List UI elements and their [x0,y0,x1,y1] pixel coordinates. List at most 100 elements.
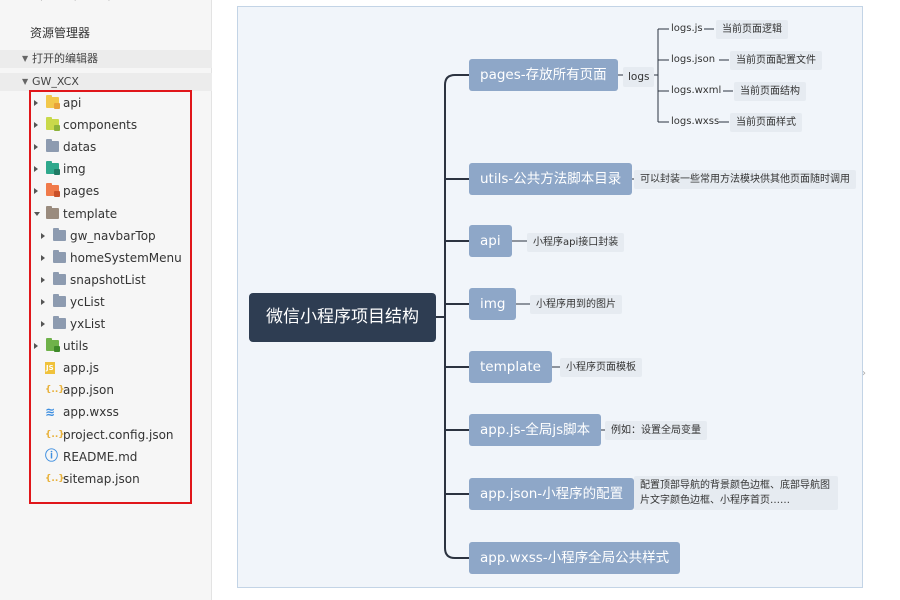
chevron-right-icon[interactable] [41,232,45,239]
explorer-panel: · · · 资源管理器 ▼ 打开的编辑器 ▼ GW_XCX api compone… [0,0,212,600]
chevron-right-icon[interactable] [41,298,45,305]
tree-item-label: utils [63,339,89,354]
tree-folder[interactable]: ycList [0,291,212,313]
node-appjson[interactable]: app.json-小程序的配置 [469,478,635,510]
tree-file[interactable]: {..}project.config.json [0,424,212,446]
node-appwxss[interactable]: app.wxss-小程序全局公共样式 [469,542,681,574]
folder-icon [46,117,60,132]
desc-appjson: 配置顶部导航的背景颜色边框、底部导航图片文字颜色边框、小程序首页…… [634,476,838,510]
tree-item-label: project.config.json [63,427,174,442]
json-file-icon: {..} [45,385,65,396]
file-logs-wxss[interactable]: logs.wxss [671,116,720,127]
open-editors-section[interactable]: ▼ 打开的编辑器 [0,50,212,68]
chevron-right-icon[interactable] [34,188,38,195]
chevron-right-icon[interactable] [41,276,45,283]
folder-icon [46,139,59,153]
tree-item-label: homeSystemMenu [70,250,182,265]
tree-item-label: pages [63,184,100,199]
chevron-right-icon[interactable] [34,343,38,350]
connector-line [444,74,469,86]
info-file-icon: ⓘ [45,448,59,464]
tree-folder[interactable]: template [0,203,212,225]
chevron-right-icon[interactable] [34,122,38,129]
desc-appjs: 例如：设置全局变量 [605,421,707,440]
file-logs-wxml[interactable]: logs.wxml [671,85,722,96]
tree-item-label: snapshotList [70,272,146,287]
chevron-right-icon[interactable] [41,321,45,327]
js-file-icon: JS [45,362,55,375]
node-template[interactable]: template [469,351,552,383]
node-img[interactable]: img [469,288,517,320]
folder-icon [46,95,60,109]
chevron-down-icon: ▼ [22,77,29,86]
folder-icon [46,161,60,176]
desc-utils: 可以封装一些常用方法模块供其他页面随时调用 [634,170,856,189]
tree-file[interactable]: JS app.js [0,357,212,379]
node-logs[interactable]: logs [623,67,655,87]
tree-folder[interactable]: yxList [0,313,212,335]
chevron-down-icon[interactable] [34,211,40,216]
desc-logs-json: 当前页面配置文件 [730,51,822,70]
tree-item-label: app.json [63,383,114,398]
folder-icon [53,227,66,241]
tree-item-label: README.md [63,449,138,464]
file-logs-js[interactable]: logs.js [671,23,703,34]
tree-folder[interactable]: homeSystemMenu [0,247,212,269]
node-appjs[interactable]: app.js-全局js脚本 [469,414,602,446]
tree-item-label: components [63,118,138,133]
folder-icon [46,183,60,198]
folder-icon [53,293,66,307]
explorer-title: 资源管理器 [30,26,91,40]
chevron-right-icon[interactable] [41,254,45,261]
chevron-down-icon: ▼ [22,54,29,63]
tree-item-label: datas [63,140,97,155]
tree-file[interactable]: ≋ app.wxss [0,401,212,423]
desc-logs-wxss: 当前页面样式 [730,113,802,132]
tree-file[interactable]: ⓘ README.md [0,446,212,468]
tree-file[interactable]: {..}app.json [0,379,212,401]
tree-item-label: sitemap.json [63,471,140,486]
mindmap-root[interactable]: 微信小程序项目结构 [249,293,436,342]
folder-icon [46,205,59,219]
desc-api: 小程序api接口封装 [527,233,625,252]
highlight-box [29,90,192,504]
tree-item-label: app.wxss [63,405,119,420]
tree-item-label: yxList [70,317,106,331]
css-file-icon: ≋ [45,405,56,420]
chevron-right-icon[interactable] [34,100,38,106]
tree-folder[interactable]: pages [0,180,212,202]
tree-folder[interactable]: img [0,158,212,180]
chevron-right-icon[interactable] [34,166,38,173]
json-file-icon: {..} [45,429,65,440]
tree-folder[interactable]: snapshotList [0,269,212,291]
mindmap-canvas: 微信小程序项目结构 pages-存放所有页面 utils-公共方法脚本目录 ap… [237,6,863,588]
tree-file[interactable]: {..}sitemap.json [0,468,212,490]
folder-icon [46,338,60,353]
toolbar-icons[interactable]: · · · [40,0,125,6]
desc-template: 小程序页面模板 [560,358,642,377]
node-utils[interactable]: utils-公共方法脚本目录 [469,163,633,195]
tree-item-label: ycList [70,294,105,309]
tree-item-label: api [63,96,82,110]
tree-folder[interactable]: utils [0,335,212,357]
tree-item-label: app.js [63,361,99,376]
tree-item-label: gw_navbarTop [70,228,156,243]
tree-folder[interactable]: gw_navbarTop [0,225,212,247]
folder-icon [53,271,66,285]
desc-logs-wxml: 当前页面结构 [734,82,806,101]
tree-folder[interactable]: components [0,114,212,136]
tree-item-label: img [63,162,86,177]
project-section[interactable]: ▼ GW_XCX [0,73,212,91]
panel-resize-handle[interactable]: › [862,368,866,379]
folder-icon [53,249,66,263]
node-api[interactable]: api [469,225,512,257]
tree-folder[interactable]: datas [0,136,212,158]
mindmap-connectors [436,28,733,559]
desc-logs-js: 当前页面逻辑 [716,20,788,39]
tree-folder[interactable]: api [0,92,212,114]
file-logs-json[interactable]: logs.json [671,54,716,65]
desc-img: 小程序用到的图片 [530,295,622,314]
chevron-right-icon[interactable] [34,144,38,151]
node-pages[interactable]: pages-存放所有页面 [469,59,618,91]
json-file-icon: {..} [45,473,65,484]
